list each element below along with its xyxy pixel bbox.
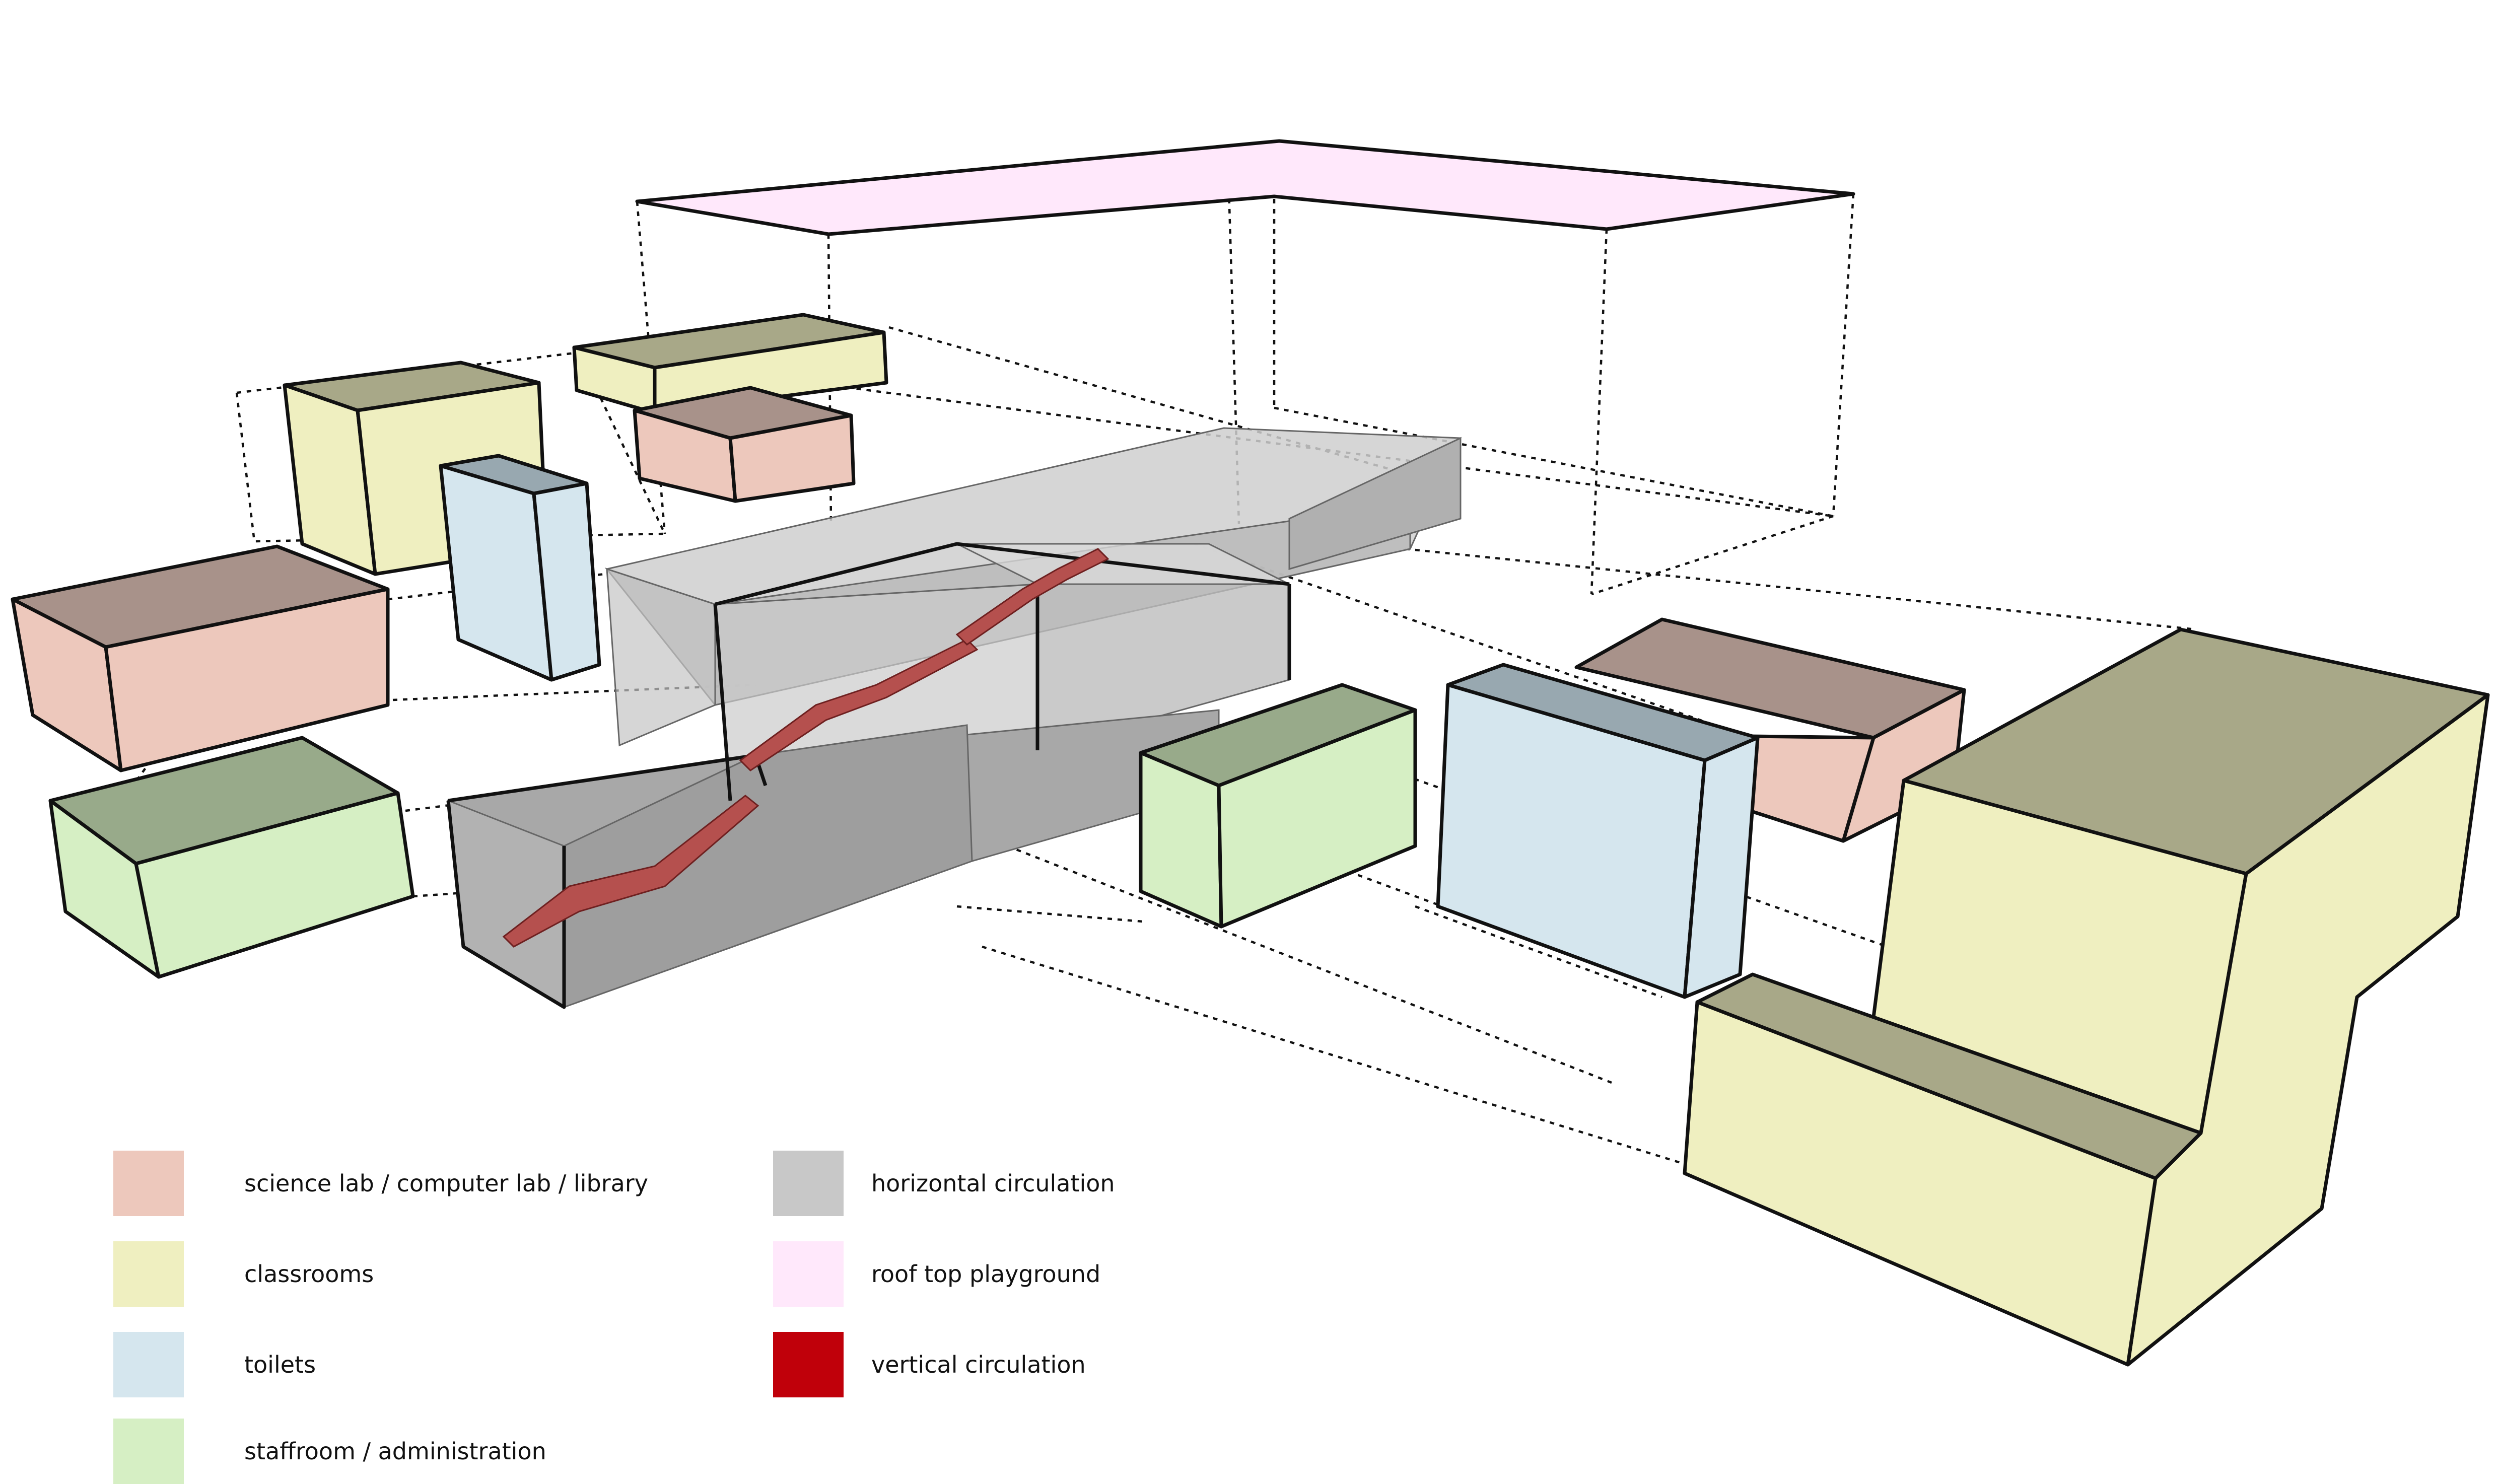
- legend-item-vertical: vertical circulation: [773, 1332, 1086, 1397]
- legend-label-roof: roof top playground: [871, 1260, 1100, 1288]
- legend-swatch-horizontal: [773, 1151, 844, 1216]
- legend-item-roof: roof top playground: [773, 1241, 1100, 1307]
- legend-label-lab: science lab / computer lab / library: [244, 1170, 648, 1197]
- legend-swatch-vertical: [773, 1332, 844, 1397]
- left-toilet-block: [441, 456, 599, 680]
- right-toilet-block: [1438, 665, 1758, 997]
- legend-label-vertical: vertical circulation: [871, 1351, 1086, 1378]
- legend-swatch-lab: [113, 1151, 184, 1216]
- top-lab-block: [635, 388, 854, 501]
- legend-swatch-roof: [773, 1241, 844, 1307]
- roof-top-playground: [637, 141, 1853, 234]
- legend-swatch-toilet: [113, 1332, 184, 1397]
- legend-item-lab: science lab / computer lab / library: [113, 1151, 648, 1216]
- legend-item-horizontal: horizontal circulation: [773, 1151, 1115, 1216]
- legend-swatch-staff: [113, 1419, 184, 1484]
- legend-item-classroom: classrooms: [113, 1241, 374, 1307]
- left-staff-block: [50, 738, 413, 977]
- legend-label-classroom: classrooms: [244, 1260, 374, 1288]
- legend-label-staff: staffroom / administration: [244, 1438, 546, 1465]
- legend-label-horizontal: horizontal circulation: [871, 1170, 1115, 1197]
- legend-item-staff: staffroom / administration: [113, 1419, 546, 1484]
- legend-swatch-classroom: [113, 1241, 184, 1307]
- roof-slab: [637, 141, 1853, 234]
- legend-label-toilet: toilets: [244, 1351, 316, 1378]
- left-lab-block: [13, 546, 388, 770]
- legend-item-toilet: toilets: [113, 1332, 316, 1397]
